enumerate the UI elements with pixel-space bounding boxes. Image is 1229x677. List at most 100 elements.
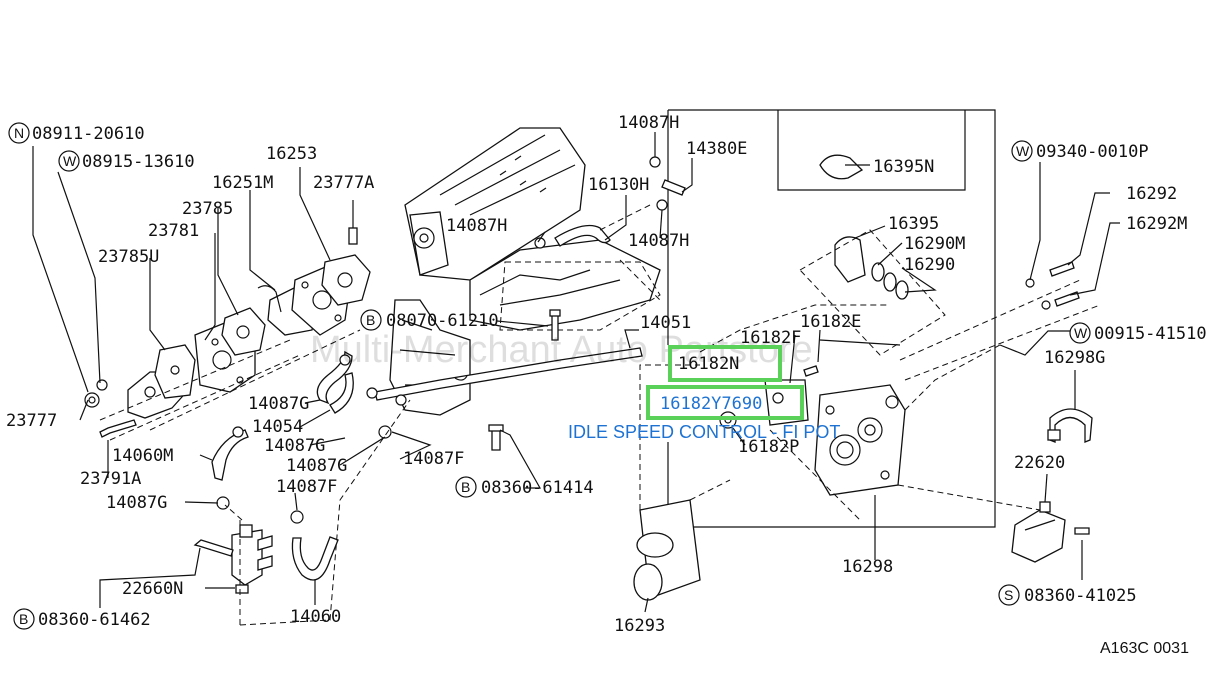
prefix-letter: B: [366, 312, 375, 328]
bolt-08360-61414: [488, 424, 504, 451]
prefix-letter: W: [63, 153, 77, 169]
screw-16182E: [803, 365, 819, 377]
part-label[interactable]: 14060M: [112, 446, 173, 466]
prefix-circle-B1: B: [360, 309, 382, 331]
screws-16292: [1025, 261, 1080, 310]
part-label[interactable]: 16130H: [588, 175, 649, 195]
clamp-16298G: [1047, 408, 1093, 443]
part-label[interactable]: 14087F: [276, 477, 337, 497]
part-label[interactable]: 08360-41025: [1024, 586, 1137, 606]
part-label[interactable]: 16251M: [212, 173, 273, 193]
part-label[interactable]: 14060: [290, 607, 341, 627]
elbow-16293: [633, 499, 701, 601]
part-label[interactable]: 14087G: [106, 493, 167, 513]
bolt-08360-61462: [193, 539, 234, 557]
prefix-circle-N: N: [8, 122, 30, 144]
bracket-16182N: [764, 379, 809, 426]
leader-lines: [32, 132, 1120, 613]
part-label[interactable]: 23791A: [80, 469, 141, 489]
part-label[interactable]: 08070-61210: [386, 311, 499, 331]
bolt-23791A: [99, 419, 137, 438]
part-label[interactable]: 14380E: [686, 139, 747, 159]
part-label[interactable]: 00915-41510: [1094, 324, 1207, 344]
part-label[interactable]: 16395: [888, 214, 939, 234]
bolt-23777: [84, 392, 100, 408]
part-label[interactable]: 16290M: [904, 234, 965, 254]
part-label[interactable]: 14051: [640, 313, 691, 333]
part-label[interactable]: 14087G: [248, 394, 309, 414]
part-label[interactable]: 22660N: [122, 579, 183, 599]
clamps: [216, 394, 407, 510]
part-label[interactable]: 16182F: [740, 328, 801, 348]
prefix-letter: S: [1004, 587, 1013, 603]
bolt-23777A: [348, 200, 358, 245]
prefix-circle-W1: W: [58, 150, 80, 172]
part-label[interactable]: 08360-61462: [38, 610, 151, 630]
hose-14054: [329, 372, 354, 414]
highlight-16182N[interactable]: 16182N: [668, 345, 782, 382]
part-label[interactable]: 23781: [148, 221, 199, 241]
part-label[interactable]: 16292: [1126, 184, 1177, 204]
part-label[interactable]: 14087F: [403, 449, 464, 469]
hose-14087G-a: [316, 350, 353, 405]
part-label[interactable]: 23777: [6, 411, 57, 431]
highlight-label[interactable]: 16182Y7690: [660, 394, 762, 414]
prefix-letter: W: [1016, 143, 1030, 159]
hose-14060: [290, 510, 339, 581]
plate-23781: [154, 344, 196, 399]
part-label[interactable]: 16290: [904, 255, 955, 275]
diagram-caption: IDLE SPEED CONTROL - FI POT: [568, 422, 840, 442]
part-label[interactable]: 14087G: [286, 456, 347, 476]
washer-08915: [96, 379, 108, 391]
part-label[interactable]: 16253: [266, 144, 317, 164]
prefix-letter: B: [19, 611, 28, 627]
prefix-letter: N: [14, 125, 24, 141]
part-label[interactable]: 23785: [182, 199, 233, 219]
prefix-circle-B2: B: [455, 476, 477, 498]
part-label[interactable]: 16182P: [738, 437, 799, 457]
bracket-16395N: [819, 154, 864, 180]
sub-bracket-frame: [777, 110, 966, 191]
fitting-14380E: [649, 156, 686, 211]
part-label[interactable]: 16395N: [873, 157, 934, 177]
part-label[interactable]: 16298: [842, 557, 893, 577]
part-label[interactable]: 22620: [1014, 453, 1065, 473]
part-label[interactable]: 23785U: [98, 247, 159, 267]
part-label[interactable]: 14054: [252, 417, 303, 437]
part-label[interactable]: 14087H: [446, 216, 507, 236]
plate-16395: [834, 236, 866, 283]
sensor-22620: [1011, 501, 1066, 563]
part-label[interactable]: 14087H: [618, 113, 679, 133]
part-label[interactable]: 14087H: [628, 231, 689, 251]
highlight-label[interactable]: 16182N: [678, 354, 739, 374]
highlight-box[interactable]: [646, 385, 804, 420]
spring-16290: [871, 262, 909, 300]
dashed-lines: [99, 204, 1101, 626]
part-label[interactable]: 16292M: [1126, 214, 1187, 234]
part-label[interactable]: 08915-13610: [82, 152, 195, 172]
part-label[interactable]: 08360-61414: [481, 478, 594, 498]
highlight-16182Y7690[interactable]: 16182Y7690: [646, 385, 804, 420]
gasket-23785b: [221, 307, 266, 356]
part-label[interactable]: 14087G: [264, 436, 325, 456]
prefix-circle-W3: W: [1069, 322, 1091, 344]
screw-08360-41025: [1074, 527, 1090, 535]
prefix-letter: W: [1074, 325, 1088, 341]
main-bracket-frame: [667, 109, 996, 528]
part-label[interactable]: 09340-0010P: [1036, 142, 1149, 162]
highlight-box[interactable]: [668, 345, 782, 382]
part-label[interactable]: 16298G: [1044, 348, 1105, 368]
watermark: Multi-Merchant Auto Partstore: [310, 329, 813, 371]
prefix-circle-S: S: [998, 584, 1020, 606]
hose-16130H: [534, 224, 611, 249]
prefix-circle-W2: W: [1011, 140, 1033, 162]
gasket-16253b: [321, 254, 371, 306]
part-label[interactable]: 16293: [614, 616, 665, 636]
part-label[interactable]: 08911-20610: [32, 124, 145, 144]
prefix-letter: B: [461, 479, 470, 495]
part-label[interactable]: 16182E: [800, 312, 861, 332]
valve-22660N: [231, 524, 273, 594]
part-label[interactable]: 23777A: [313, 173, 374, 193]
